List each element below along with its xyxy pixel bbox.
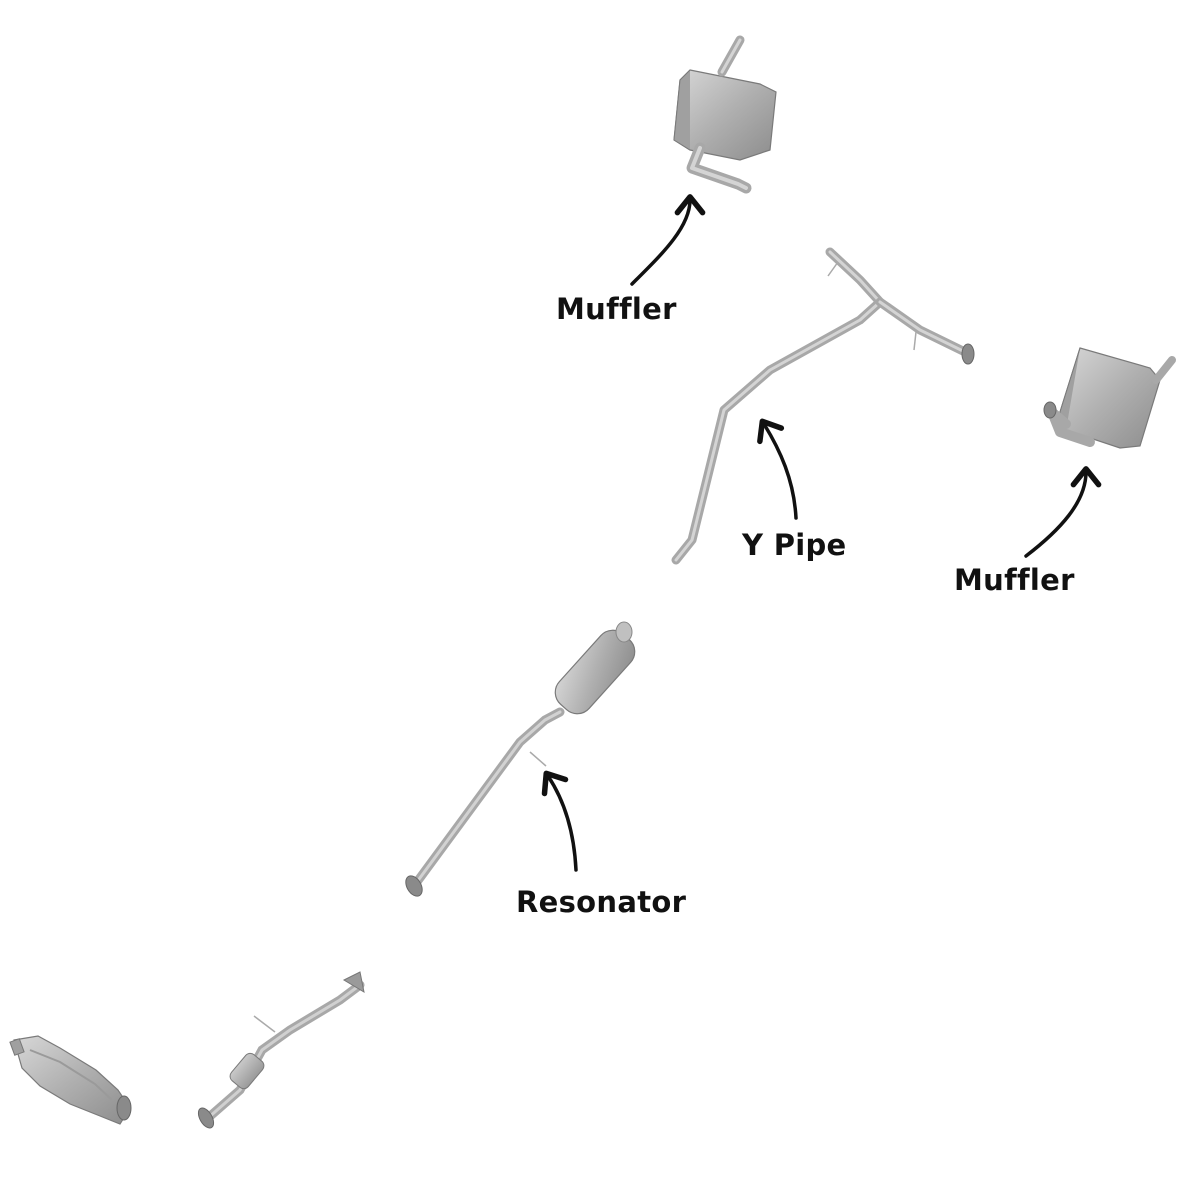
arrow-y-pipe (757, 418, 798, 520)
arrow-muffler-right (1024, 466, 1102, 558)
arrow-resonator (541, 770, 578, 872)
muffler-right (1043, 347, 1176, 449)
label-y-pipe: Y Pipe (742, 528, 847, 562)
label-muffler-top: Muffler (556, 292, 677, 326)
resonator-pipe (405, 621, 636, 897)
front-pipe-with-converter (197, 971, 365, 1129)
muffler-top (673, 35, 777, 194)
label-muffler-right: Muffler (954, 563, 1075, 597)
arrow-muffler-top (630, 194, 706, 286)
label-resonator: Resonator (516, 885, 687, 919)
catalytic-converter-manifold (9, 1035, 132, 1125)
y-pipe (671, 247, 975, 565)
